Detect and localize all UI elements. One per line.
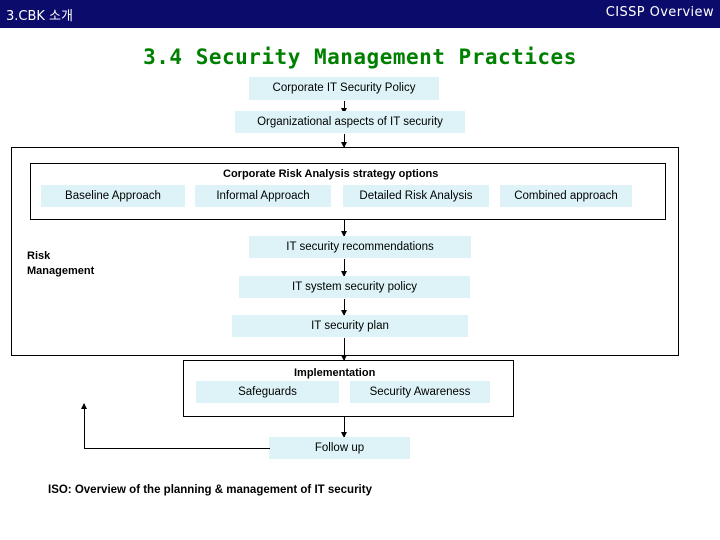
header-left-title: 3.CBK 소개	[6, 9, 73, 24]
diagram-caption: ISO: Overview of the planning & manageme…	[48, 484, 372, 496]
implementation-heading: Implementation	[294, 367, 376, 379]
implementation-container	[183, 360, 514, 417]
box-it-security-plan: IT security plan	[232, 315, 468, 337]
box-it-security-recommendations: IT security recommendations	[249, 236, 471, 258]
risk-strategy-container	[30, 163, 666, 220]
box-it-system-security-policy: IT system security policy	[239, 276, 470, 298]
box-corporate-it-security-policy: Corporate IT Security Policy	[249, 77, 439, 100]
header-bar	[0, 0, 720, 28]
feedback-arrow-up	[81, 403, 87, 449]
risk-management-label-line1: Risk	[27, 250, 51, 262]
feedback-line-horizontal	[84, 448, 270, 449]
arrow-recommendations-to-system-policy	[341, 259, 347, 277]
box-detailed-risk-analysis: Detailed Risk Analysis	[343, 185, 489, 207]
arrow-plan-to-implementation	[341, 338, 347, 361]
box-organizational-aspects: Organizational aspects of IT security	[235, 111, 465, 133]
box-informal-approach: Informal Approach	[195, 185, 331, 207]
arrow-organizational-to-risk	[341, 134, 347, 148]
page-title: 3.4 Security Management Practices	[143, 45, 577, 69]
box-combined-approach: Combined approach	[500, 185, 632, 207]
box-safeguards: Safeguards	[196, 381, 339, 403]
arrow-strategy-to-recommendations	[341, 219, 347, 237]
box-follow-up: Follow up	[269, 437, 410, 459]
arrow-implementation-to-followup	[341, 416, 347, 438]
arrow-system-policy-to-plan	[341, 299, 347, 316]
header-right-title: CISSP Overview	[605, 5, 714, 20]
risk-strategy-heading: Corporate Risk Analysis strategy options	[223, 168, 439, 180]
box-security-awareness: Security Awareness	[350, 381, 490, 403]
risk-management-label-line2: Management	[27, 265, 95, 277]
box-baseline-approach: Baseline Approach	[41, 185, 185, 207]
